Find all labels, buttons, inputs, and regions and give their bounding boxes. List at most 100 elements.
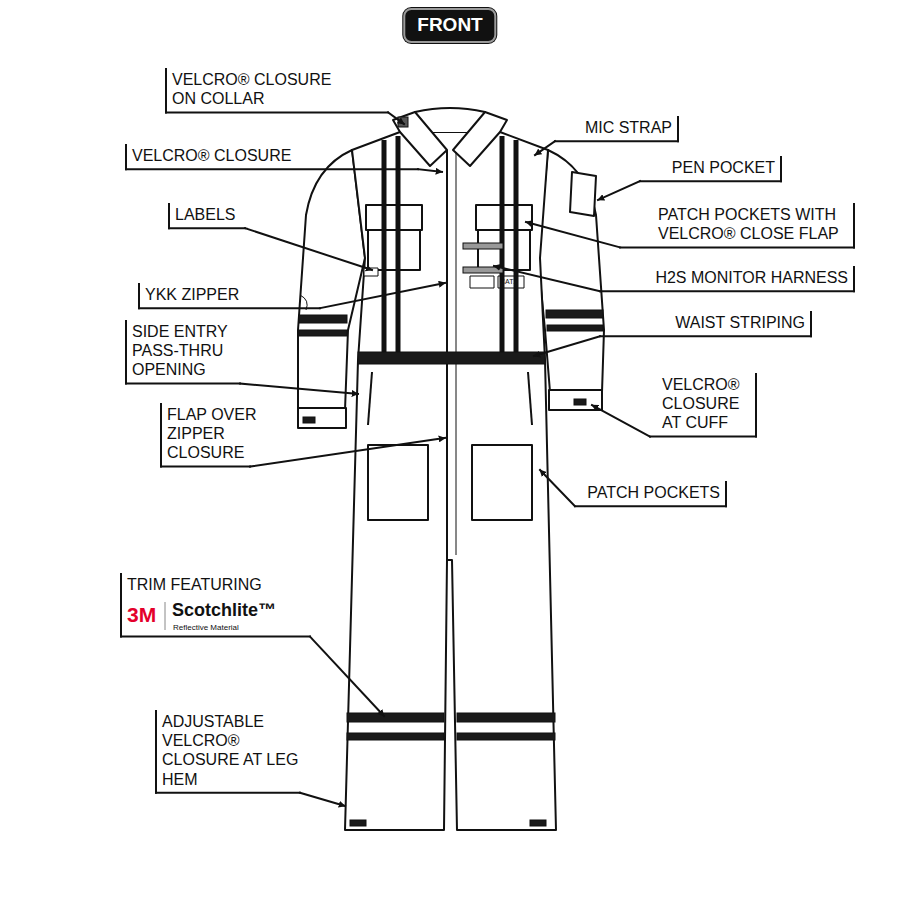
sleeve-stripe <box>299 315 347 323</box>
callout-label: PATCH POCKETS WITH VELCRO® CLOSE FLAP <box>658 205 848 243</box>
leg-stripe <box>457 733 555 740</box>
callout-label: FLAP OVER ZIPPER CLOSURE <box>167 405 267 463</box>
leader-line <box>245 228 372 270</box>
callout-label: PATCH POCKETS <box>587 483 720 502</box>
body <box>345 132 556 830</box>
leader-line <box>725 482 727 506</box>
leader-line <box>120 574 122 637</box>
leader-line <box>125 145 127 169</box>
chest-flap-left <box>366 205 422 230</box>
leader-line <box>160 404 162 467</box>
left-cuff <box>298 408 346 428</box>
leg-stripe <box>457 713 555 722</box>
leader-line <box>156 792 300 794</box>
logo-separator <box>165 602 166 630</box>
left-sleeve <box>298 150 365 410</box>
hem-velcro <box>530 820 546 826</box>
leader-line <box>138 284 140 308</box>
logo-text: Reflective Material <box>173 623 239 633</box>
callout-label: H2S MONITOR HARNESS <box>655 268 848 287</box>
leader-line <box>126 383 240 385</box>
leader-line <box>575 505 726 507</box>
leader-line <box>388 112 404 124</box>
leader-line <box>600 335 811 337</box>
leader-line <box>155 711 157 793</box>
callout-label: TRIM FEATURING <box>127 575 262 594</box>
waist-stripe <box>358 352 545 364</box>
leader-line <box>620 246 854 248</box>
chest-stripe <box>382 140 387 352</box>
leader-line <box>810 312 812 336</box>
callout-label: VELCRO® CLOSURE <box>132 146 291 165</box>
hem-velcro <box>350 820 366 826</box>
leader-line <box>640 180 781 182</box>
callout-label: VELCRO® CLOSURE ON COLLAR <box>172 70 337 108</box>
leader-line <box>169 227 245 229</box>
pen-pocket <box>570 172 596 216</box>
leader-line <box>168 204 170 228</box>
leader-line <box>126 168 418 170</box>
callout-label: WAIST STRIPING <box>675 313 805 332</box>
leader-line <box>555 140 678 142</box>
right-sleeve <box>538 150 604 392</box>
leader-line <box>125 321 127 384</box>
pant-pocket-right <box>472 445 532 520</box>
label-patch <box>470 276 494 288</box>
leader-line <box>310 637 384 716</box>
callout-label: MIC STRAP <box>585 118 672 137</box>
leader-line <box>592 405 650 437</box>
leader-line <box>494 266 600 291</box>
cuff-velcro <box>303 417 315 423</box>
sleeve-stripe <box>546 310 603 318</box>
leader-line <box>534 336 600 356</box>
leader-line <box>139 307 320 309</box>
logo-text: 3M <box>127 602 156 627</box>
collar-left <box>393 112 447 166</box>
callout-label: ADJUSTABLE VELCRO® CLOSURE AT LEG HEM <box>162 712 320 789</box>
leader-line <box>853 267 855 291</box>
side-opening <box>528 372 532 425</box>
leader-line <box>535 141 555 155</box>
callout-label: YKK ZIPPER <box>145 285 239 304</box>
leader-line <box>161 466 250 468</box>
leader-line <box>540 470 575 506</box>
cuff-velcro <box>574 399 586 405</box>
leader-line <box>240 384 358 394</box>
sleeve-stripe <box>547 325 603 331</box>
leader-line <box>650 436 756 438</box>
leader-line <box>780 157 782 181</box>
view-title: FRONT <box>403 8 496 43</box>
callout-label: LABELS <box>175 205 235 224</box>
logo-text: Scotchlite™ <box>172 600 276 622</box>
leader-line <box>320 283 445 308</box>
leader-line <box>755 374 757 437</box>
pant-pocket-left <box>368 445 428 520</box>
leg-stripe <box>347 733 444 740</box>
leader-line <box>598 181 640 200</box>
sleeve-stripe <box>299 330 347 336</box>
leader-line <box>526 222 620 247</box>
leader-line <box>166 111 388 113</box>
callout-label: PEN POCKET <box>672 158 775 177</box>
leader-line <box>853 204 855 247</box>
collar-velcro <box>398 117 408 127</box>
leader-line <box>600 290 854 292</box>
leader-line <box>300 793 345 806</box>
h2s-harness <box>463 243 503 249</box>
garment-tag: CAT2 <box>500 278 517 286</box>
collar-right <box>453 112 507 166</box>
leader-line <box>250 438 445 467</box>
h2s-harness <box>463 267 503 273</box>
leader-line <box>165 69 167 112</box>
leg-stripe <box>347 713 444 722</box>
leader-line <box>677 117 679 141</box>
leader-line <box>121 636 310 638</box>
chest-stripe <box>514 140 519 352</box>
side-opening <box>368 372 372 425</box>
callout-label: VELCRO® CLOSURE AT CUFF <box>662 375 750 433</box>
callout-label: SIDE ENTRY PASS-THRU OPENING <box>132 322 237 380</box>
